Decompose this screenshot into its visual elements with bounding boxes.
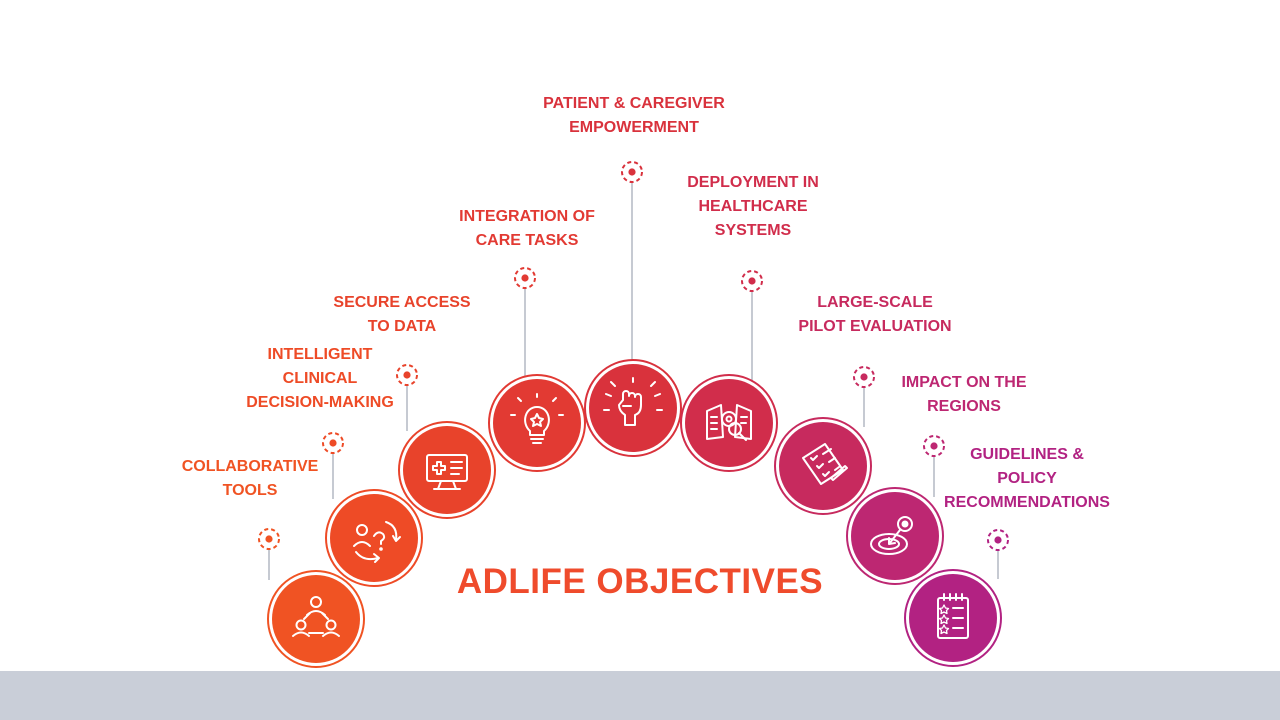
objective-label-line: CLINICAL	[282, 370, 358, 387]
objective-label-line: PATIENT & CAREGIVER	[543, 95, 725, 112]
objective-circle	[779, 422, 867, 510]
objective-label-line: SECURE ACCESS	[333, 294, 471, 311]
objective-label-line: EMPOWERMENT	[569, 119, 699, 136]
objective-label-line: CARE TASKS	[475, 232, 579, 249]
objective-label-line: TOOLS	[222, 482, 278, 499]
diagram-title: ADLIFE OBJECTIVES	[456, 562, 824, 601]
objective-label-line: DEPLOYMENT IN	[687, 174, 819, 191]
objective-label-line: COLLABORATIVE	[181, 458, 319, 475]
objective-label-collaborative-tools: COLLABORATIVE TOOLS	[140, 455, 360, 503]
objective-label-integration-of-care-tasks: INTEGRATION OF CARE TASKS	[417, 205, 637, 253]
objective-circle	[589, 364, 677, 452]
connector-dot	[923, 435, 945, 457]
objective-circle	[493, 379, 581, 467]
gear-analysis-icon	[706, 404, 752, 441]
objective-label-line: REGIONS	[927, 398, 1001, 415]
objective-label-line: IMPACT ON THE	[901, 374, 1027, 391]
objective-label-line: HEALTHCARE	[698, 198, 808, 215]
connector-dot	[853, 366, 875, 388]
objective-label-guidelines-policy-recommendations: GUIDELINES & POLICY RECOMMENDATIONS	[917, 443, 1137, 515]
objective-label-secure-access-to-data: SECURE ACCESS TO DATA	[292, 291, 512, 339]
objective-circle	[403, 426, 491, 514]
objective-label-intelligent-clinical-decision-making: INTELLIGENT CLINICAL DECISION-MAKING	[210, 343, 430, 415]
notepad-stars-icon	[937, 593, 969, 639]
objective-label-deployment-in-healthcare-systems: DEPLOYMENT IN HEALTHCARE SYSTEMS	[643, 171, 863, 243]
objective-label-line: PILOT EVALUATION	[798, 318, 952, 335]
objective-circle	[330, 494, 418, 582]
objective-circle	[272, 575, 360, 663]
objective-label-line: TO DATA	[367, 318, 437, 335]
footer-band	[0, 671, 1280, 720]
decision-thinking-icon	[353, 521, 401, 563]
people-network-icon	[292, 596, 340, 637]
connector-dot	[396, 364, 418, 386]
objective-circle	[685, 379, 773, 467]
objective-label-impact-on-the-regions: IMPACT ON THE REGIONS	[854, 371, 1074, 419]
objective-label-line: INTELLIGENT	[267, 346, 373, 363]
connector-dot	[987, 529, 1009, 551]
medical-monitor-icon	[426, 454, 468, 490]
connector-dot	[322, 432, 344, 454]
connector-dot	[514, 267, 536, 289]
objective-label-line: GUIDELINES &	[970, 446, 1084, 463]
objective-label-line: RECOMMENDATIONS	[944, 494, 1110, 511]
objective-label-line: POLICY	[997, 470, 1057, 487]
lightbulb-icon	[510, 393, 564, 444]
connector-dot	[258, 528, 280, 550]
checklist-clipboard-icon	[802, 443, 848, 485]
objective-label-line: SYSTEMS	[714, 222, 792, 239]
objective-label-line: DECISION-MAKING	[246, 394, 394, 411]
objective-label-patient-caregiver-empowerment: PATIENT & CAREGIVER EMPOWERMENT	[524, 92, 744, 140]
objective-label-line: LARGE-SCALE	[817, 294, 933, 311]
raised-fist-icon	[603, 377, 663, 426]
connector-dot	[741, 270, 763, 292]
target-location-icon	[870, 516, 913, 555]
connector-dot	[621, 161, 643, 183]
objective-label-large-scale-pilot-evaluation: LARGE-SCALE PILOT EVALUATION	[765, 291, 985, 339]
objective-label-line: INTEGRATION OF	[459, 208, 595, 225]
